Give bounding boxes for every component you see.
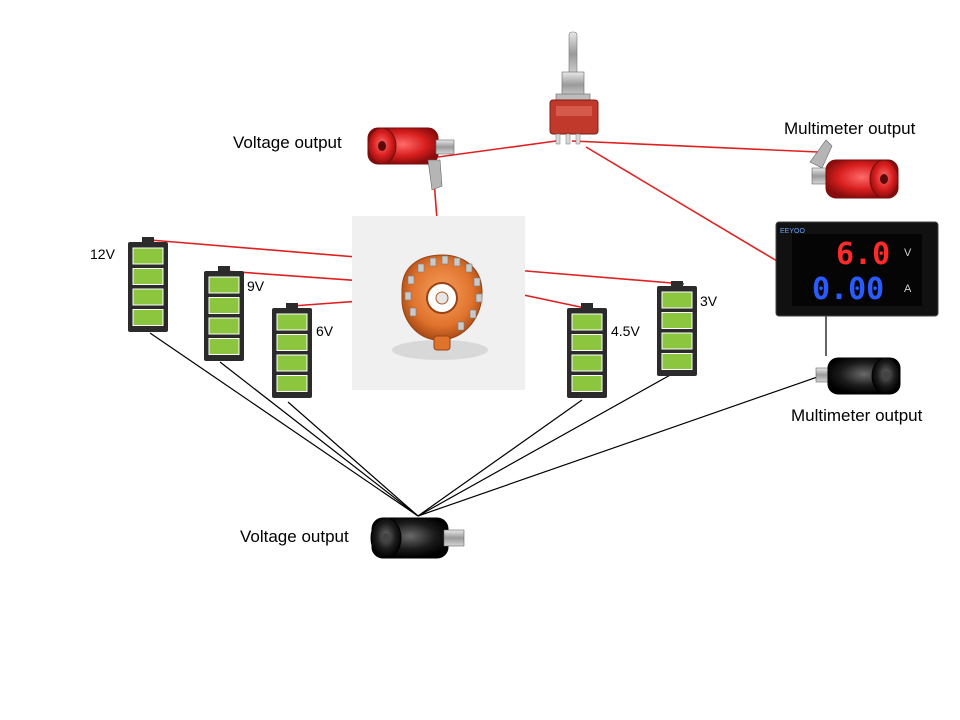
black-wires [149, 332, 827, 517]
battery-charge-cell [276, 313, 308, 331]
label-multimeter-output-top: Multimeter output [784, 119, 916, 138]
red-post-lug [809, 139, 833, 169]
battery-b9: 9V [204, 266, 265, 361]
battery-b3: 3V [657, 281, 718, 376]
red-post-hole [378, 141, 386, 151]
wire-toggle-to-multimeter-terminal [571, 140, 819, 153]
battery-charge-cell [132, 288, 164, 306]
rotary-switch [352, 216, 525, 390]
toggle-body-label [556, 106, 592, 116]
label-multimeter-output-bottom: Multimeter output [791, 406, 923, 425]
rotary-switch-hub-hole [435, 291, 449, 305]
battery-charge-cell [208, 317, 240, 335]
digital-volt-amp-meter: EEYOO 6.0 V 0.00 A [775, 221, 939, 317]
battery-terminal [671, 281, 683, 286]
rotary-switch-lugs [404, 255, 483, 331]
battery-b12: 12V [90, 237, 168, 332]
battery-terminal [286, 303, 298, 308]
wire-12v-negative [149, 332, 419, 517]
meter-current-reading: 0.00 [812, 272, 884, 307]
toggle-body [549, 99, 599, 135]
meter-brand: EEYOO [780, 228, 805, 235]
black-post-hole [382, 533, 390, 543]
battery-charge-cell [276, 354, 308, 372]
battery-charge-cell [132, 268, 164, 285]
wire-3v-negative [417, 373, 673, 517]
battery-charge-cell [276, 375, 308, 392]
battery-charge-cell [276, 334, 308, 351]
black-post-hole [882, 371, 890, 381]
battery-charge-cell [571, 375, 603, 392]
battery-label: 4.5V [611, 323, 640, 339]
meter-voltage-reading: 6.0 [836, 237, 890, 272]
wire-4-5v-negative [417, 399, 583, 517]
battery-charge-cell [208, 338, 240, 355]
meter-screen [792, 234, 922, 306]
batteries: 12V 9V 6V 4.5V 3V [90, 237, 718, 398]
black-post-thread [443, 529, 465, 547]
battery-charge-cell [571, 313, 603, 331]
black-binding-post-voltage [370, 517, 465, 559]
label-voltage-output-bottom: Voltage output [240, 527, 349, 546]
battery-b45: 4.5V [567, 303, 640, 398]
battery-charge-cell [208, 297, 240, 314]
red-post-lug [427, 159, 443, 191]
black-binding-post-multimeter [815, 357, 901, 395]
battery-charge-cell [571, 334, 603, 351]
battery-charge-cell [208, 276, 240, 294]
battery-b6: 6V [272, 303, 334, 398]
battery-terminal [218, 266, 230, 271]
wire-6v-negative [287, 401, 419, 517]
battery-label: 9V [247, 278, 265, 294]
battery-label: 3V [700, 293, 718, 309]
battery-charge-cell [661, 332, 693, 350]
toggle-pins [555, 133, 581, 145]
label-voltage-output-top: Voltage output [233, 133, 342, 152]
wire-multimeter-negative [417, 373, 827, 517]
wire-toggle-to-voltage-terminal [437, 140, 557, 158]
meter-voltage-unit: V [904, 247, 912, 259]
battery-charge-cell [661, 312, 693, 329]
battery-charge-cell [132, 309, 164, 326]
red-binding-post-multimeter [809, 139, 899, 199]
red-binding-post-voltage [367, 127, 455, 191]
battery-charge-cell [661, 291, 693, 309]
battery-label: 12V [90, 246, 116, 262]
wire-9v-negative [219, 361, 419, 517]
meter-current-unit: A [904, 283, 912, 295]
battery-charge-cell [571, 354, 603, 372]
battery-terminal [142, 237, 154, 242]
red-post-thread [435, 139, 455, 155]
battery-terminal [581, 303, 593, 308]
wire-toggle-to-meter [585, 146, 778, 262]
battery-label: 6V [316, 323, 334, 339]
rotary-switch-bottom-lug [433, 335, 451, 351]
battery-charge-cell [661, 353, 693, 370]
toggle-switch [549, 31, 599, 145]
toggle-lever [568, 31, 578, 77]
red-post-hole [880, 174, 888, 184]
battery-charge-cell [132, 247, 164, 265]
